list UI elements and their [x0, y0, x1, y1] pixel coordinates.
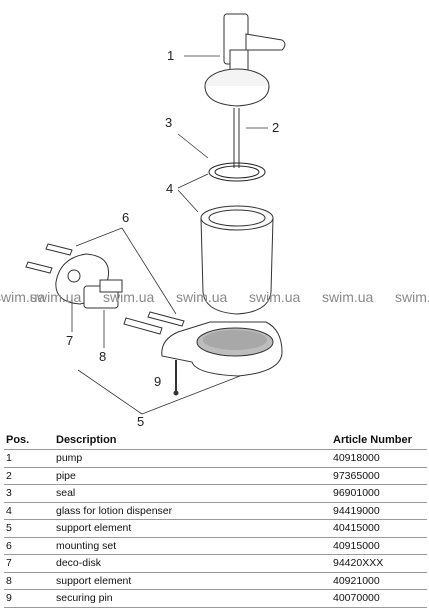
cell-pos: 6	[4, 536, 54, 555]
cell-description: glass for lotion dispenser	[54, 501, 331, 520]
cell-pos: 4	[4, 501, 54, 520]
pump-part	[204, 13, 286, 107]
cell-pos: 1	[4, 449, 54, 467]
parts-table: Pos. Description Article Number 1 pump 4…	[4, 430, 427, 608]
cell-pos: 7	[4, 554, 54, 572]
watermark: swim.ua	[103, 289, 155, 305]
watermark: swim.ua	[176, 289, 228, 305]
header-description: Description	[56, 434, 117, 446]
callout-7: 7	[66, 333, 73, 348]
table-row: 7 deco-disk 94420XXX	[4, 554, 427, 572]
table-row: 3 seal 96901000	[4, 484, 427, 502]
exploded-view-diagram: 1 2 3 4 5 6 7 8 9 swim.ua swim.ua swim.u…	[0, 13, 429, 429]
table-row: 5 support element 40415000	[4, 519, 427, 537]
header-article-number: Article Number	[333, 434, 412, 446]
cell-description: mounting set	[54, 536, 331, 555]
callout-9: 9	[154, 374, 161, 389]
cell-description: pipe	[54, 466, 331, 485]
cell-description: support element	[54, 519, 331, 537]
cell-pos: 3	[4, 484, 54, 502]
cell-description: securing pin	[54, 589, 331, 608]
watermark: swim.ua	[30, 289, 82, 305]
cell-article: 97365000	[331, 466, 427, 485]
table-header-row: Pos. Description Article Number	[4, 430, 427, 450]
callout-1: 1	[167, 48, 174, 63]
cell-article: 94419000	[331, 501, 427, 520]
watermark: swim.ua	[0, 289, 46, 305]
cell-pos: 9	[4, 589, 54, 608]
cell-article: 96901000	[331, 484, 427, 502]
callout-5: 5	[137, 414, 144, 429]
watermark: swim.ua	[322, 289, 374, 305]
support-element-part	[83, 279, 123, 309]
cell-description: seal	[54, 484, 331, 502]
callout-8: 8	[99, 349, 106, 364]
table-row: 6 mounting set 40915000	[4, 536, 427, 555]
cell-pos: 8	[4, 571, 54, 590]
cell-pos: 5	[4, 519, 54, 537]
cell-article: 40415000	[331, 519, 427, 537]
cell-article: 40915000	[331, 536, 427, 555]
watermark: swim.ua	[395, 289, 429, 305]
pipe-part	[233, 108, 240, 168]
table-row: 4 glass for lotion dispenser 94419000	[4, 501, 427, 520]
table-row: 2 pipe 97365000	[4, 466, 427, 485]
glass-part	[200, 205, 274, 315]
leader-lines	[71, 55, 268, 415]
callout-3: 3	[165, 115, 172, 130]
watermark: swim.ua	[249, 289, 301, 305]
holder-part	[161, 321, 283, 377]
cell-description: support element	[54, 571, 331, 590]
cell-article: 40070000	[331, 589, 427, 608]
cell-article: 94420XXX	[331, 554, 427, 572]
seal-part	[208, 162, 266, 182]
cell-article: 40921000	[331, 571, 427, 590]
table-row: 8 support element 40921000	[4, 571, 427, 590]
securing-pin-part	[173, 360, 179, 396]
cell-description: pump	[54, 449, 331, 467]
table-row: 9 securing pin 40070000	[4, 589, 427, 608]
callout-4: 4	[166, 181, 173, 196]
callout-6: 6	[122, 210, 129, 225]
header-pos: Pos.	[6, 434, 30, 446]
mounting-set-part	[25, 243, 185, 335]
callout-2: 2	[272, 120, 279, 135]
cell-pos: 2	[4, 466, 54, 485]
table-row: 1 pump 40918000	[4, 449, 427, 467]
cell-description: deco-disk	[54, 554, 331, 572]
cell-article: 40918000	[331, 449, 427, 467]
